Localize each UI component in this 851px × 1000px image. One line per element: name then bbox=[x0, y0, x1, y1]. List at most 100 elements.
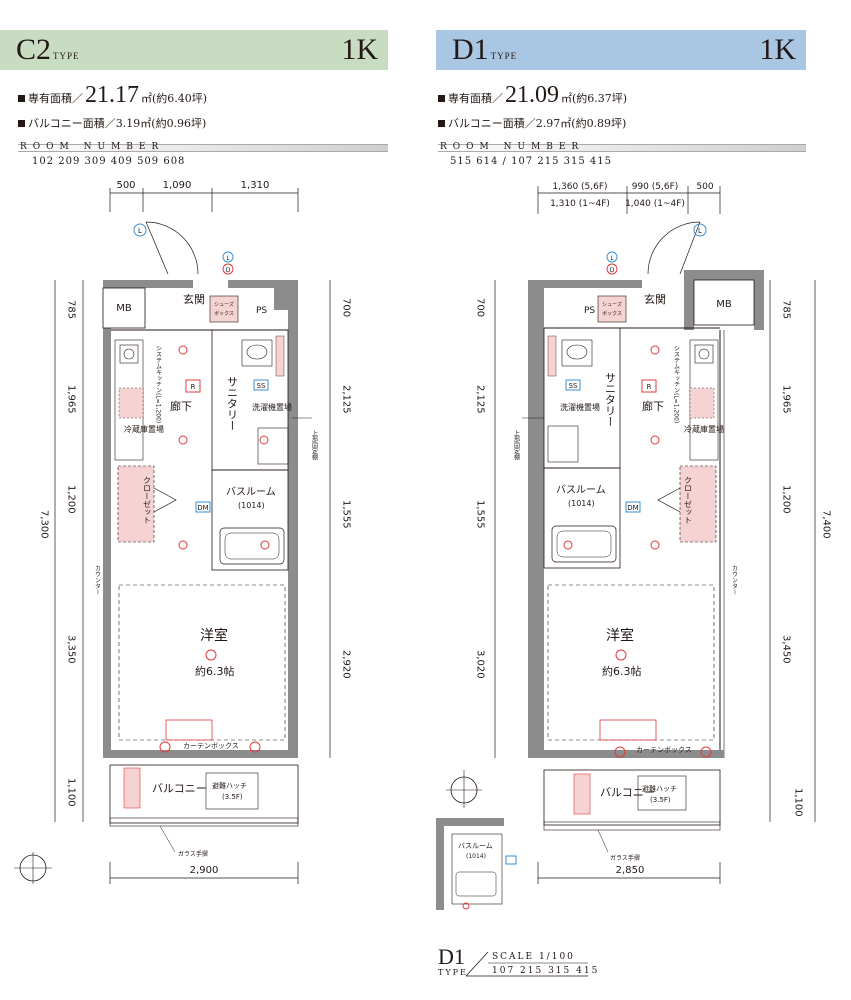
c2-western-size: 約6.3帖 bbox=[195, 664, 235, 678]
c2-dim-left-3: 3,350 bbox=[66, 635, 77, 664]
c2-dim-top-0: 500 bbox=[116, 180, 135, 191]
d1-western-size: 約6.3帖 bbox=[602, 664, 642, 678]
svg-text:ボックス: ボックス bbox=[602, 310, 622, 317]
d1-dim-top-row1-0: 1,360 (5,6F) bbox=[552, 182, 607, 192]
c2-curtain-label: カーテンボックス bbox=[183, 742, 239, 750]
c2-entrance-label: 玄関 bbox=[183, 292, 205, 306]
d1-western-label: 洋室 bbox=[606, 627, 634, 644]
d1-dim-top-row1-1: 990 (5,6F) bbox=[632, 182, 679, 192]
d1-inset-detail: バスルーム (1014) bbox=[436, 818, 517, 910]
c2-hatch-label: 避難ハッチ bbox=[212, 781, 247, 790]
c2-mb-label: MB bbox=[116, 303, 132, 314]
svg-text:DM: DM bbox=[627, 504, 638, 512]
d1-sanitary-label: サニタリー bbox=[604, 372, 617, 427]
footer-numbers: 107 215 315 415 bbox=[492, 966, 600, 976]
d1-dim-right-4: 1,100 bbox=[793, 788, 804, 817]
c2-plan: 1K bbox=[341, 33, 378, 66]
d1-balcony-area: バルコニー面積／2.97㎡(約0.89坪) bbox=[438, 115, 626, 131]
c2-dim-left-2: 1,200 bbox=[66, 485, 77, 514]
d1-closet-label: クローゼット bbox=[684, 476, 693, 524]
svg-text:L: L bbox=[610, 255, 614, 262]
c2-glass-label: ガラス手摺 bbox=[178, 850, 208, 858]
svg-text:R: R bbox=[191, 383, 196, 391]
c2-balcony-area: バルコニー面積／3.19㎡(約0.96坪) bbox=[18, 115, 206, 131]
c2-dim-left-0: 785 bbox=[66, 300, 77, 319]
d1-dim-left-3: 3,020 bbox=[475, 650, 486, 679]
footer-scale: SCALE 1/100 bbox=[492, 952, 575, 962]
d1-dim-right-total: 7,400 bbox=[821, 510, 832, 539]
d1-mb-label: MB bbox=[716, 299, 732, 310]
d1-dim-left-1: 2,125 bbox=[475, 385, 486, 414]
c2-dim-right-1: 2,125 bbox=[341, 385, 352, 414]
c2-closet-label: クローゼット bbox=[143, 476, 152, 524]
svg-text:L: L bbox=[226, 255, 230, 262]
c2-dim-right-2: 1,555 bbox=[341, 500, 352, 529]
svg-text:D: D bbox=[610, 267, 615, 274]
svg-text:ボックス: ボックス bbox=[214, 310, 234, 317]
d1-room-numbers: 515 614 / 107 215 315 415 bbox=[450, 156, 612, 167]
d1-kitchen-label: システムキッチン(L=1,200) bbox=[673, 345, 680, 423]
d1-dim-right-1: 1,965 bbox=[781, 385, 792, 414]
c2-dim-top-1: 1,090 bbox=[163, 180, 192, 191]
svg-text:R: R bbox=[647, 383, 652, 391]
c2-washer-label: 洗濯機置場 bbox=[252, 402, 292, 412]
d1-fridge-label: 冷蔵庫置場 bbox=[684, 424, 724, 434]
c2-western-label: 洋室 bbox=[200, 627, 228, 644]
svg-text:シューズ: シューズ bbox=[214, 301, 234, 308]
footer-type-suffix: TYPE bbox=[438, 968, 468, 977]
c2-dim-left-4: 1,100 bbox=[66, 778, 77, 807]
d1-entrance-label: 玄関 bbox=[644, 292, 666, 306]
svg-text:(1014): (1014) bbox=[466, 853, 486, 860]
c2-kitchen-label: システムキッチン(L=1,200) bbox=[155, 345, 162, 423]
d1-ps-label: PS bbox=[584, 306, 595, 316]
d1-room-number-title: ROOM NUMBER bbox=[440, 142, 585, 152]
c2-dim-right-0: 700 bbox=[341, 298, 352, 317]
c2-bath-size: (1014) bbox=[238, 501, 265, 510]
d1-dim-top-row2-1: 1,040 (1~4F) bbox=[625, 199, 685, 209]
d1-hatch-floor: (3.5F) bbox=[650, 796, 671, 804]
svg-text:DM: DM bbox=[197, 504, 208, 512]
svg-text:D: D bbox=[226, 267, 231, 274]
svg-text:SS: SS bbox=[569, 382, 578, 390]
c2-dim-bottom: 2,900 bbox=[190, 865, 219, 876]
c2-upper-shelf: 上部固定棚 bbox=[311, 429, 318, 461]
c2-sanitary-label: サニタリー bbox=[226, 376, 239, 431]
d1-balcony-label: バルコニー bbox=[600, 786, 655, 799]
d1-dim-left-2: 1,555 bbox=[475, 500, 486, 529]
d1-dim-right-0: 785 bbox=[781, 300, 792, 319]
svg-text:L: L bbox=[138, 227, 142, 235]
c2-room-bar bbox=[18, 144, 388, 152]
c2-fridge-label: 冷蔵庫置場 bbox=[124, 424, 164, 434]
c2-plan-drawing: 500 1,090 1,310 L L D MB 玄関 シューズ ボックス PS… bbox=[14, 180, 352, 884]
c2-room-number-title: ROOM NUMBER bbox=[20, 142, 165, 152]
d1-room-bar bbox=[438, 144, 806, 152]
c2-room-numbers: 102 209 309 409 509 608 bbox=[32, 156, 186, 167]
d1-curtain-label: カーテンボックス bbox=[636, 746, 692, 754]
d1-plan: 1K bbox=[759, 33, 796, 66]
d1-dim-top-row2-0: 1,310 (1~4F) bbox=[550, 199, 610, 209]
svg-text:L: L bbox=[698, 227, 702, 235]
d1-hatch-label: 避難ハッチ bbox=[642, 784, 677, 793]
c2-dim-left-1: 1,965 bbox=[66, 385, 77, 414]
svg-text:SS: SS bbox=[257, 382, 266, 390]
svg-text:バスルーム: バスルーム bbox=[458, 842, 493, 850]
c2-balcony-label: バルコニー bbox=[152, 782, 207, 795]
footer-type-name: D1 bbox=[438, 944, 465, 969]
d1-bath-label: バスルーム bbox=[556, 484, 606, 496]
d1-upper-shelf: 上部固定棚 bbox=[513, 429, 520, 461]
d1-glass-label: ガラス手摺 bbox=[610, 854, 640, 862]
c2-corridor-label: 廊下 bbox=[170, 399, 192, 413]
c2-dim-left-total: 7,300 bbox=[39, 510, 50, 539]
d1-dim-bottom: 2,850 bbox=[616, 865, 645, 876]
d1-bath-size: (1014) bbox=[568, 499, 595, 508]
d1-corridor-label: 廊下 bbox=[642, 399, 664, 413]
d1-dim-top-row1-2: 500 bbox=[696, 182, 713, 192]
c2-bath-label: バスルーム bbox=[226, 486, 276, 498]
c2-dim-top-2: 1,310 bbox=[241, 180, 270, 191]
